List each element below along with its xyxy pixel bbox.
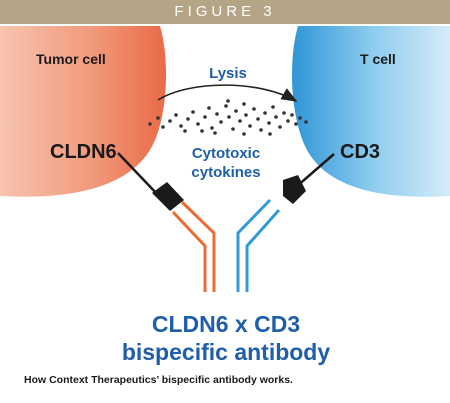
tumor-cell-shape [0,26,166,197]
cldn6-label: CLDN6 [50,141,117,163]
cd3-connector [295,153,335,188]
figure-caption: How Context Therapeutics’ bispecific ant… [24,374,293,386]
lysis-label: Lysis [209,65,247,82]
antibody-left-arm [171,200,216,292]
antibody-title-line1: CLDN6 x CD3 [152,311,300,337]
cldn6-binding-block [152,182,184,211]
t-cell-shape [292,26,450,197]
cytokines-label-line2: cytokines [191,164,260,181]
cldn6-connector [117,152,159,196]
antibody-right-arm [236,198,281,292]
cd3-label: CD3 [340,141,380,163]
cd3-binding-block [283,175,306,204]
figure-header: FIGURE 3 [0,0,450,24]
cytokines-label-line1: Cytotoxic [192,145,260,162]
tumor-cell-label: Tumor cell [36,51,106,67]
lysis-arrow [157,84,298,102]
cytokine-dots [148,99,308,136]
antibody-title-line2: bispecific antibody [122,339,331,365]
t-cell-label: T cell [360,51,396,67]
